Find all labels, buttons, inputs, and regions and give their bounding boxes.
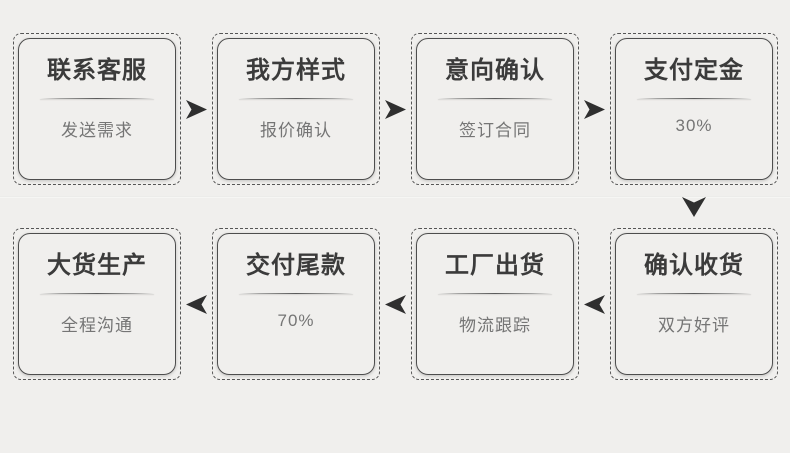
step-subtitle: 签订合同	[459, 121, 531, 140]
arrow-left-icon	[385, 294, 406, 314]
step-title: 确认收货	[644, 252, 744, 279]
step-subtitle: 30%	[675, 116, 713, 135]
step-divider	[239, 98, 353, 99]
step-subtitle: 双方好评	[658, 316, 730, 335]
step-pay-balance: 交付尾款 70%	[212, 228, 380, 380]
step-bulk-production: 大货生产 全程沟通	[13, 228, 181, 380]
flow-connector	[380, 33, 411, 185]
flow-connector	[579, 33, 610, 185]
step-subtitle: 发送需求	[61, 121, 133, 140]
flow-connector	[181, 228, 212, 380]
step-subtitle: 全程沟通	[61, 316, 133, 335]
arrow-right-icon	[584, 99, 605, 119]
section-divider-line	[0, 196, 790, 198]
flow-row-top: 联系客服 发送需求 我方样式 报价确认 意向确认	[0, 0, 790, 185]
step-subtitle: 70%	[277, 311, 315, 330]
step-contact-service: 联系客服 发送需求	[13, 33, 181, 185]
step-divider	[40, 98, 154, 99]
flow-connector	[181, 33, 212, 185]
step-our-sample: 我方样式 报价确认	[212, 33, 380, 185]
step-title: 联系客服	[47, 57, 147, 84]
flow-connector	[682, 197, 706, 222]
step-divider	[438, 293, 552, 294]
step-subtitle: 报价确认	[260, 121, 332, 140]
step-confirm-receipt: 确认收货 双方好评	[610, 228, 778, 380]
step-pay-deposit: 支付定金 30%	[610, 33, 778, 185]
step-subtitle: 物流跟踪	[459, 316, 531, 335]
step-title: 意向确认	[445, 57, 545, 84]
arrow-down-icon	[682, 197, 706, 217]
step-title: 工厂出货	[445, 252, 545, 279]
step-divider	[40, 293, 154, 294]
step-title: 支付定金	[644, 57, 744, 84]
step-factory-shipment: 工厂出货 物流跟踪	[411, 228, 579, 380]
step-title: 我方样式	[246, 57, 346, 84]
flow-connector	[380, 228, 411, 380]
step-divider	[637, 98, 751, 99]
flow-connector	[579, 228, 610, 380]
step-divider	[239, 293, 353, 294]
step-intent-confirm: 意向确认 签订合同	[411, 33, 579, 185]
arrow-right-icon	[385, 99, 406, 119]
arrow-right-icon	[186, 99, 207, 119]
step-title: 大货生产	[47, 252, 147, 279]
row-connector	[0, 185, 790, 228]
step-divider	[438, 98, 552, 99]
step-divider	[637, 293, 751, 294]
step-title: 交付尾款	[246, 252, 346, 279]
arrow-left-icon	[186, 294, 207, 314]
flow-row-bottom: 大货生产 全程沟通 交付尾款 70% 工厂出货	[0, 228, 790, 380]
arrow-left-icon	[584, 294, 605, 314]
